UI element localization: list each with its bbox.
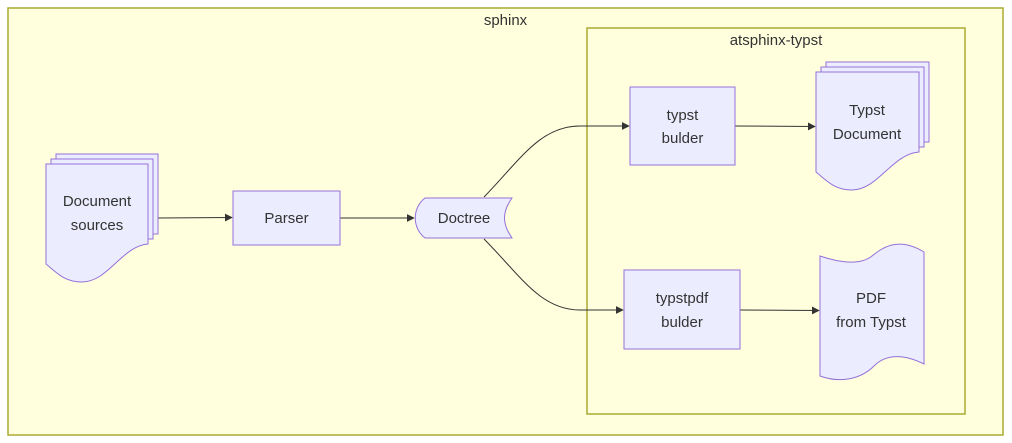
node-typstpdf-builder-line2: bulder: [661, 314, 703, 331]
node-document-sources-line2: sources: [71, 217, 124, 234]
node-doctree-label: Doctree: [438, 210, 491, 227]
node-typst-document-line1: Typst: [849, 102, 886, 119]
edge-doctree-to-typstpdf-builder: [483, 238, 624, 314]
cluster-sphinx-label: sphinx: [484, 12, 528, 29]
edge-doctree-to-typst-builder: [483, 122, 630, 198]
edges: [157, 122, 820, 315]
node-pdf-from-typst-line2: from Typst: [836, 314, 907, 331]
node-typst-builder-line2: bulder: [662, 130, 704, 147]
node-typst-builder-line1: typst: [667, 107, 700, 124]
node-typst-builder: typst bulder: [629, 86, 736, 166]
node-document-sources: Document sources: [45, 153, 159, 283]
node-document-sources-line1: Document: [63, 193, 132, 210]
edge-typst-builder-to-typst-document: [734, 122, 816, 131]
node-pdf-from-typst: PDF from Typst: [819, 243, 925, 381]
node-typst-document: Typst Document: [815, 61, 930, 191]
cluster-atsphinx-typst-label: atsphinx-typst: [730, 32, 823, 49]
node-parser-label: Parser: [264, 210, 308, 227]
node-typst-document-line2: Document: [833, 126, 902, 143]
node-doctree: Doctree: [414, 197, 513, 239]
node-parser: Parser: [232, 190, 341, 246]
edge-typstpdf-builder-to-pdf: [739, 306, 820, 315]
edge-sources-to-parser: [157, 213, 233, 222]
node-typstpdf-builder: typstpdf bulder: [623, 269, 741, 350]
node-pdf-from-typst-line1: PDF: [856, 290, 886, 307]
node-typstpdf-builder-line1: typstpdf: [656, 290, 709, 307]
